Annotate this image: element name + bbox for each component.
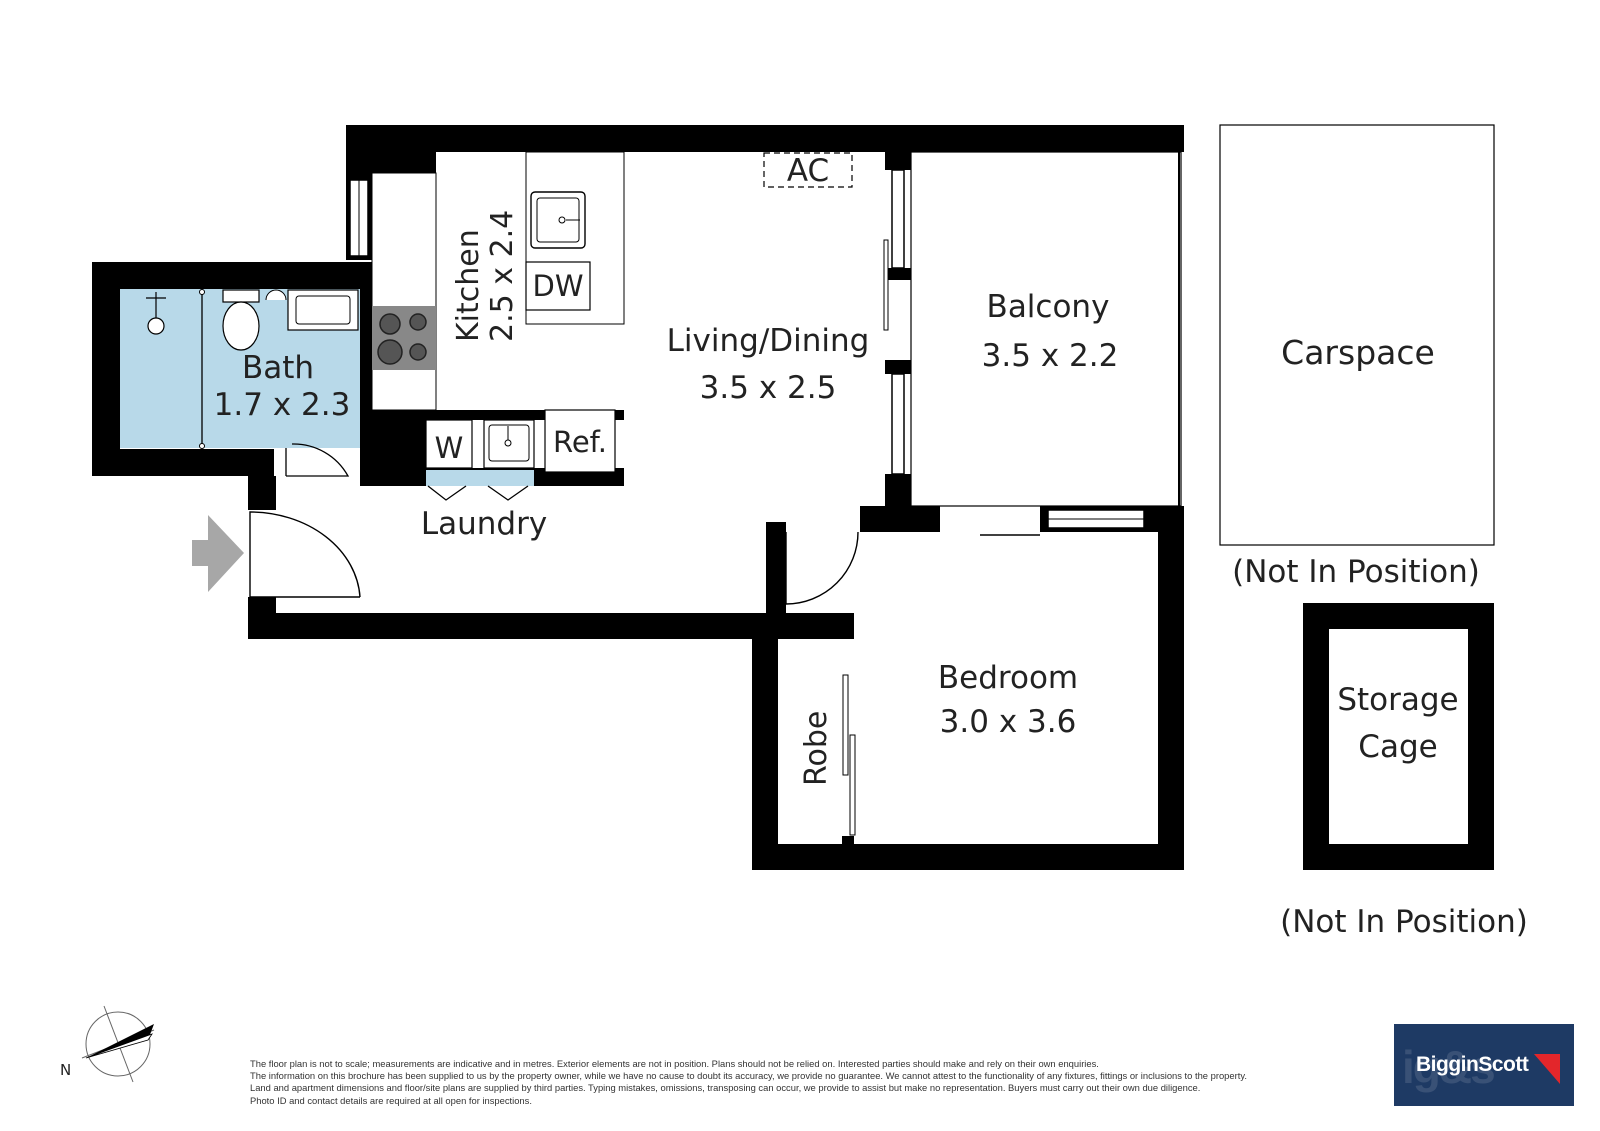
balcony-outline — [910, 151, 1182, 507]
entry-door — [249, 511, 361, 598]
disclaimer-line: Land and apartment dimensions and floor/… — [250, 1082, 1201, 1094]
wall-hall-stub — [766, 522, 786, 639]
washer — [425, 419, 473, 469]
shower-head — [147, 317, 165, 335]
wall-bedroom-east — [1158, 506, 1184, 870]
disclaimer-line: The information on this brochure has bee… — [250, 1070, 1247, 1082]
dishwasher — [525, 261, 591, 311]
fridge-label: Ref. — [553, 425, 607, 459]
wall-bedroom-west — [752, 624, 778, 870]
bedroom-name: Bedroom — [938, 660, 1078, 696]
cooktop-burner — [379, 313, 401, 335]
balcony-slider-3 — [891, 373, 905, 475]
living-dims: 3.5 x 2.5 — [700, 370, 837, 406]
bath-door — [285, 443, 350, 477]
robe-slider-1 — [842, 674, 849, 776]
brand-logo-text: BigginScott — [1416, 1053, 1529, 1076]
bedroom-door — [785, 531, 859, 605]
kitchen-name: Kitchen — [451, 229, 486, 342]
compass-north-label: N — [60, 1061, 71, 1079]
wall-entry-left — [248, 476, 276, 510]
wall-robe-stub — [842, 836, 854, 846]
wall-bedroom-south — [752, 844, 1184, 870]
bath-name: Bath — [242, 350, 314, 386]
cooktop-burner — [377, 339, 403, 365]
robe-name: Robe — [799, 711, 834, 786]
living-name: Living/Dining — [667, 323, 870, 359]
wall-living-east-mid — [885, 268, 911, 280]
cooktop-burner — [409, 343, 427, 361]
storage-name-line2: Cage — [1358, 729, 1437, 765]
kitchen-counter-west — [371, 172, 437, 411]
disclaimer: The floor plan is not to scale; measurem… — [250, 1058, 1370, 1107]
kitchen-sink — [530, 191, 586, 249]
dw-label: DW — [532, 269, 583, 303]
carspace-outline — [1219, 124, 1495, 546]
wall-bath-top — [92, 262, 372, 289]
bedroom-dims: 3.0 x 3.6 — [940, 704, 1077, 740]
storage-note: (Not In Position) — [1280, 904, 1528, 940]
brand-logo-mark — [1534, 1054, 1560, 1084]
ac-unit — [763, 152, 853, 188]
laundry-trough — [483, 419, 535, 469]
carspace-note: (Not In Position) — [1232, 554, 1480, 590]
fridge — [544, 409, 616, 473]
balcony-dims: 3.5 x 2.2 — [982, 338, 1119, 374]
wall-living-east-mid2 — [885, 360, 911, 374]
brand-logo-ghost: ig&s — [1402, 1041, 1496, 1093]
storage-name-line1: Storage — [1337, 682, 1458, 718]
compass-needle — [86, 1024, 154, 1058]
wall-living-east-top — [885, 152, 911, 170]
cooktop-burner — [409, 313, 427, 331]
disclaimer-line: The floor plan is not to scale; measurem… — [250, 1058, 1099, 1069]
wall-laundry-block — [360, 410, 426, 476]
storage-cage-interior — [1329, 629, 1468, 844]
balcony-name: Balcony — [987, 289, 1110, 325]
balcony-slider-2 — [883, 239, 889, 331]
washer-label: W — [435, 431, 464, 465]
wall-hall-stub-2 — [840, 613, 854, 635]
toilet-bowl — [222, 301, 260, 351]
toilet-cistern — [222, 289, 260, 303]
disclaimer-line: Photo ID and contact details are require… — [250, 1094, 532, 1106]
compass — [81, 1005, 155, 1083]
kitchen-dims: 2.5 x 2.4 — [485, 210, 520, 342]
brand-logo: ig&s BigginScott — [1394, 1024, 1574, 1106]
vanity-basin — [287, 289, 359, 331]
balcony-slider-1 — [891, 169, 905, 269]
entry-arrow — [192, 515, 244, 592]
ac-label: AC — [787, 153, 829, 189]
robe-slider-2 — [849, 734, 856, 836]
laundry-name: Laundry — [421, 506, 547, 542]
wall-bedroom-north-left — [860, 506, 940, 532]
wall-bath-left — [92, 262, 120, 476]
carspace-name: Carspace — [1281, 333, 1435, 372]
wall-laundry-top — [360, 410, 624, 420]
wall-top — [346, 125, 1184, 152]
laundry-bifold-door — [427, 485, 529, 501]
bath-dims: 1.7 x 2.3 — [214, 387, 351, 423]
wall-bath-bottom — [92, 449, 274, 476]
